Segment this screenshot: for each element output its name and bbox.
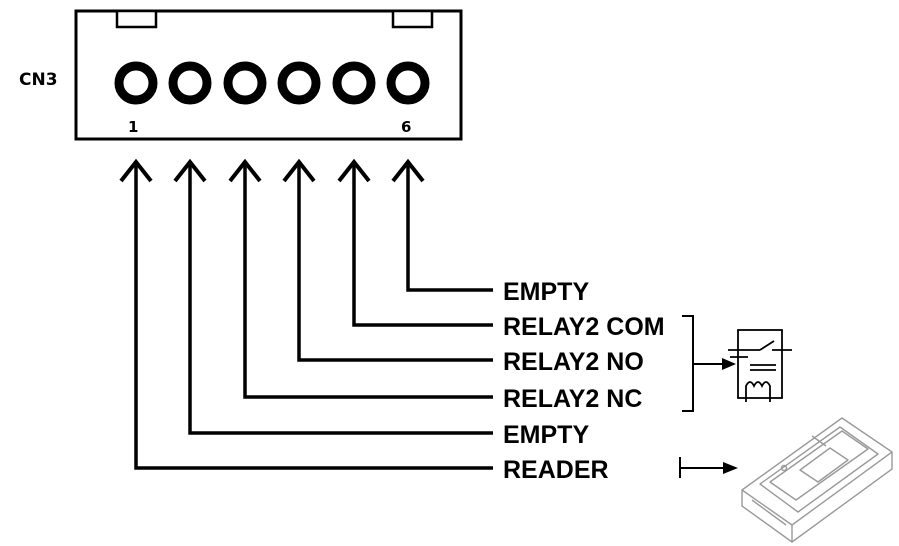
connector-latch-left xyxy=(115,9,158,29)
pin-hole-1 xyxy=(114,61,158,105)
relay-group-bracket xyxy=(682,315,694,412)
connector-latch-right xyxy=(391,9,434,29)
pin-hole-3 xyxy=(223,61,267,105)
pin-number-first: 1 xyxy=(128,118,138,136)
wire-pin-2 xyxy=(188,163,493,435)
arrowhead-pin-3 xyxy=(228,158,262,183)
wire-label-pin-1: READER xyxy=(503,456,609,484)
wire-label-pin-5: RELAY2 COM xyxy=(503,313,665,341)
wire-label-pin-3: RELAY2 NC xyxy=(503,385,642,413)
wire-label-pin-6: EMPTY xyxy=(503,278,589,306)
arrowhead-pin-5 xyxy=(337,158,371,183)
card-reader-icon xyxy=(741,417,893,543)
wire-label-pin-4: RELAY2 NO xyxy=(503,348,644,376)
relay-pointer-arrowhead xyxy=(722,358,736,370)
arrowhead-pin-1 xyxy=(119,158,153,183)
pin-number-last: 6 xyxy=(401,118,411,136)
connector-cn3: 1 6 xyxy=(74,9,463,141)
pin-hole-4 xyxy=(277,61,321,105)
reader-pointer-arrowhead xyxy=(723,462,738,474)
wire-label-pin-2: EMPTY xyxy=(503,421,589,449)
pin-hole-6 xyxy=(386,61,430,105)
pin-hole-5 xyxy=(332,61,376,105)
wire-pin-3 xyxy=(243,163,493,399)
wire-pin-5 xyxy=(352,163,493,327)
arrowhead-pin-6 xyxy=(391,158,425,183)
relay-icon xyxy=(728,329,792,402)
wire-pin-4 xyxy=(297,163,493,362)
pin-hole-2 xyxy=(168,61,212,105)
arrowhead-pin-4 xyxy=(282,158,316,183)
arrowhead-pin-2 xyxy=(173,158,207,183)
connector-label: CN3 xyxy=(19,70,58,90)
wire-pin-1 xyxy=(134,163,493,470)
wire-pin-6 xyxy=(406,163,493,292)
